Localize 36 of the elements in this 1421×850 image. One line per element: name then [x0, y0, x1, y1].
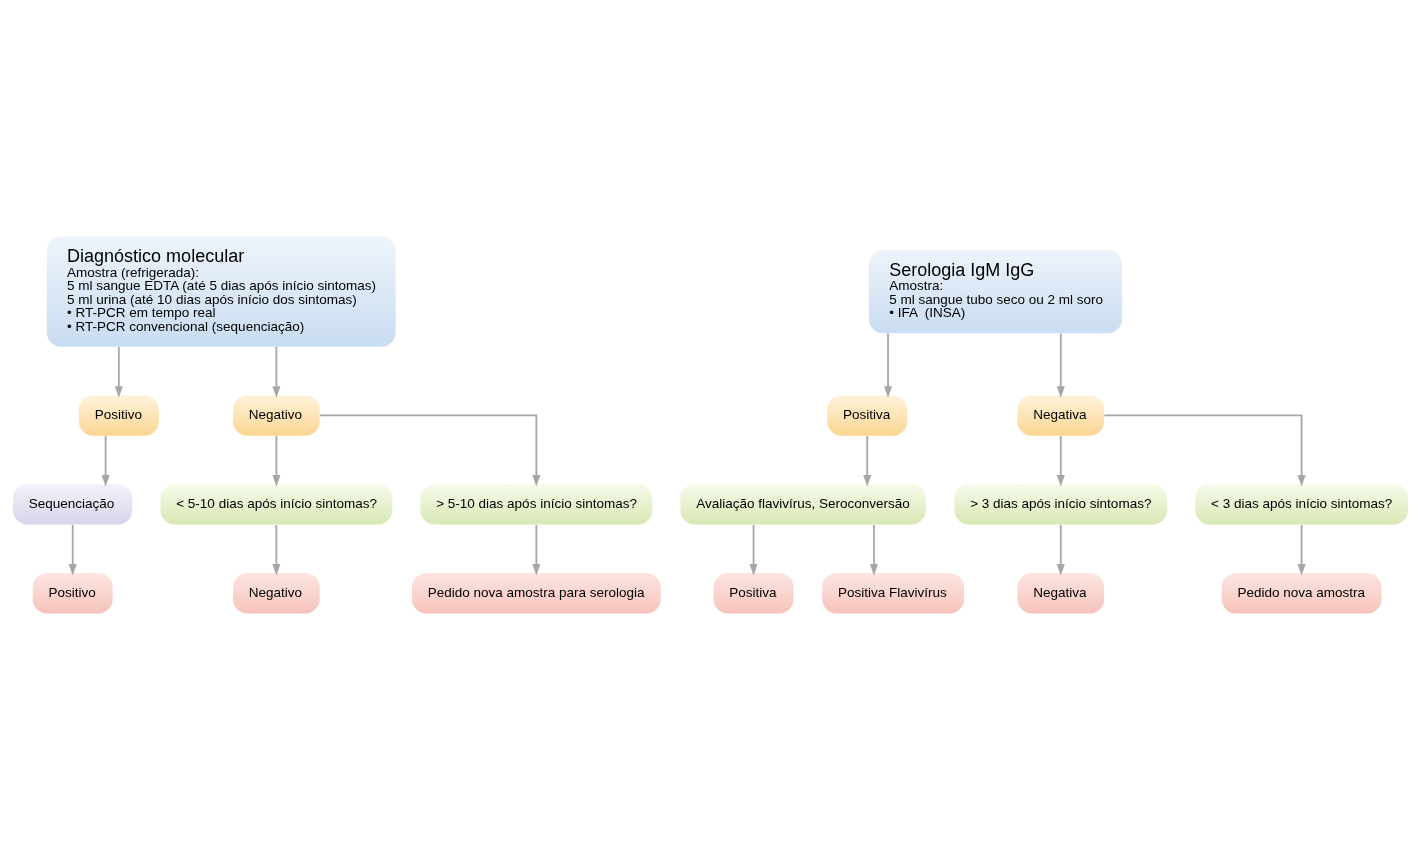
- node-box: Pedido nova amostra: [1221, 573, 1382, 614]
- node-box: Positivo: [32, 573, 113, 614]
- arrow: [101, 435, 110, 487]
- node-box: < 3 dias após início sintomas?: [1195, 484, 1408, 525]
- node-box: Negativa: [1017, 573, 1105, 614]
- arrow: [749, 524, 758, 576]
- arrow: [114, 346, 123, 398]
- arrow: [272, 524, 281, 576]
- arrow: [532, 524, 541, 576]
- node-box: Pedido nova amostra para serologia: [412, 573, 661, 614]
- arrow: [1103, 414, 1306, 487]
- arrow: [319, 414, 541, 487]
- node-box: < 5-10 dias após início sintomas?: [160, 484, 393, 525]
- arrow: [68, 524, 77, 576]
- arrow: [1056, 332, 1065, 398]
- arrow: [1056, 524, 1065, 576]
- node-box: > 3 dias após início sintomas?: [954, 484, 1168, 525]
- arrow: [272, 346, 281, 398]
- node-box: Serologia IgM IgG Amostra: 5 ml sangue tubo seco ou 2 ml soro • IFA (INSA): [868, 250, 1123, 334]
- arrow: [863, 435, 872, 487]
- node-box: Positivo: [78, 395, 159, 436]
- node-box: Positiva: [827, 395, 908, 436]
- node-box: Negativa: [1017, 395, 1105, 436]
- node-box: Sequenciação: [13, 484, 133, 525]
- arrow: [1297, 524, 1306, 576]
- arrow: [869, 524, 878, 576]
- arrow: [884, 332, 893, 398]
- node-box: Diagnóstico molecular Amostra (refrigerada): 5 ml sangue EDTA (até 5 dias após início sintomas) 5 ml urina (até 10 dias após início dos sintomas) • RT-PCR em tempo real • RT-PCR convencional (sequenciação): [46, 236, 396, 347]
- arrow: [1056, 435, 1065, 487]
- node-box: Positiva: [713, 573, 794, 614]
- node-box: > 5-10 dias após início sintomas?: [420, 484, 653, 525]
- node-box: Avaliação flavivírus, Seroconversão: [680, 484, 926, 525]
- node-box: Positiva Flavivírus: [822, 573, 964, 614]
- arrow: [272, 435, 281, 487]
- node-box: Negativo: [233, 395, 320, 436]
- node-box: Negativo: [233, 573, 320, 614]
